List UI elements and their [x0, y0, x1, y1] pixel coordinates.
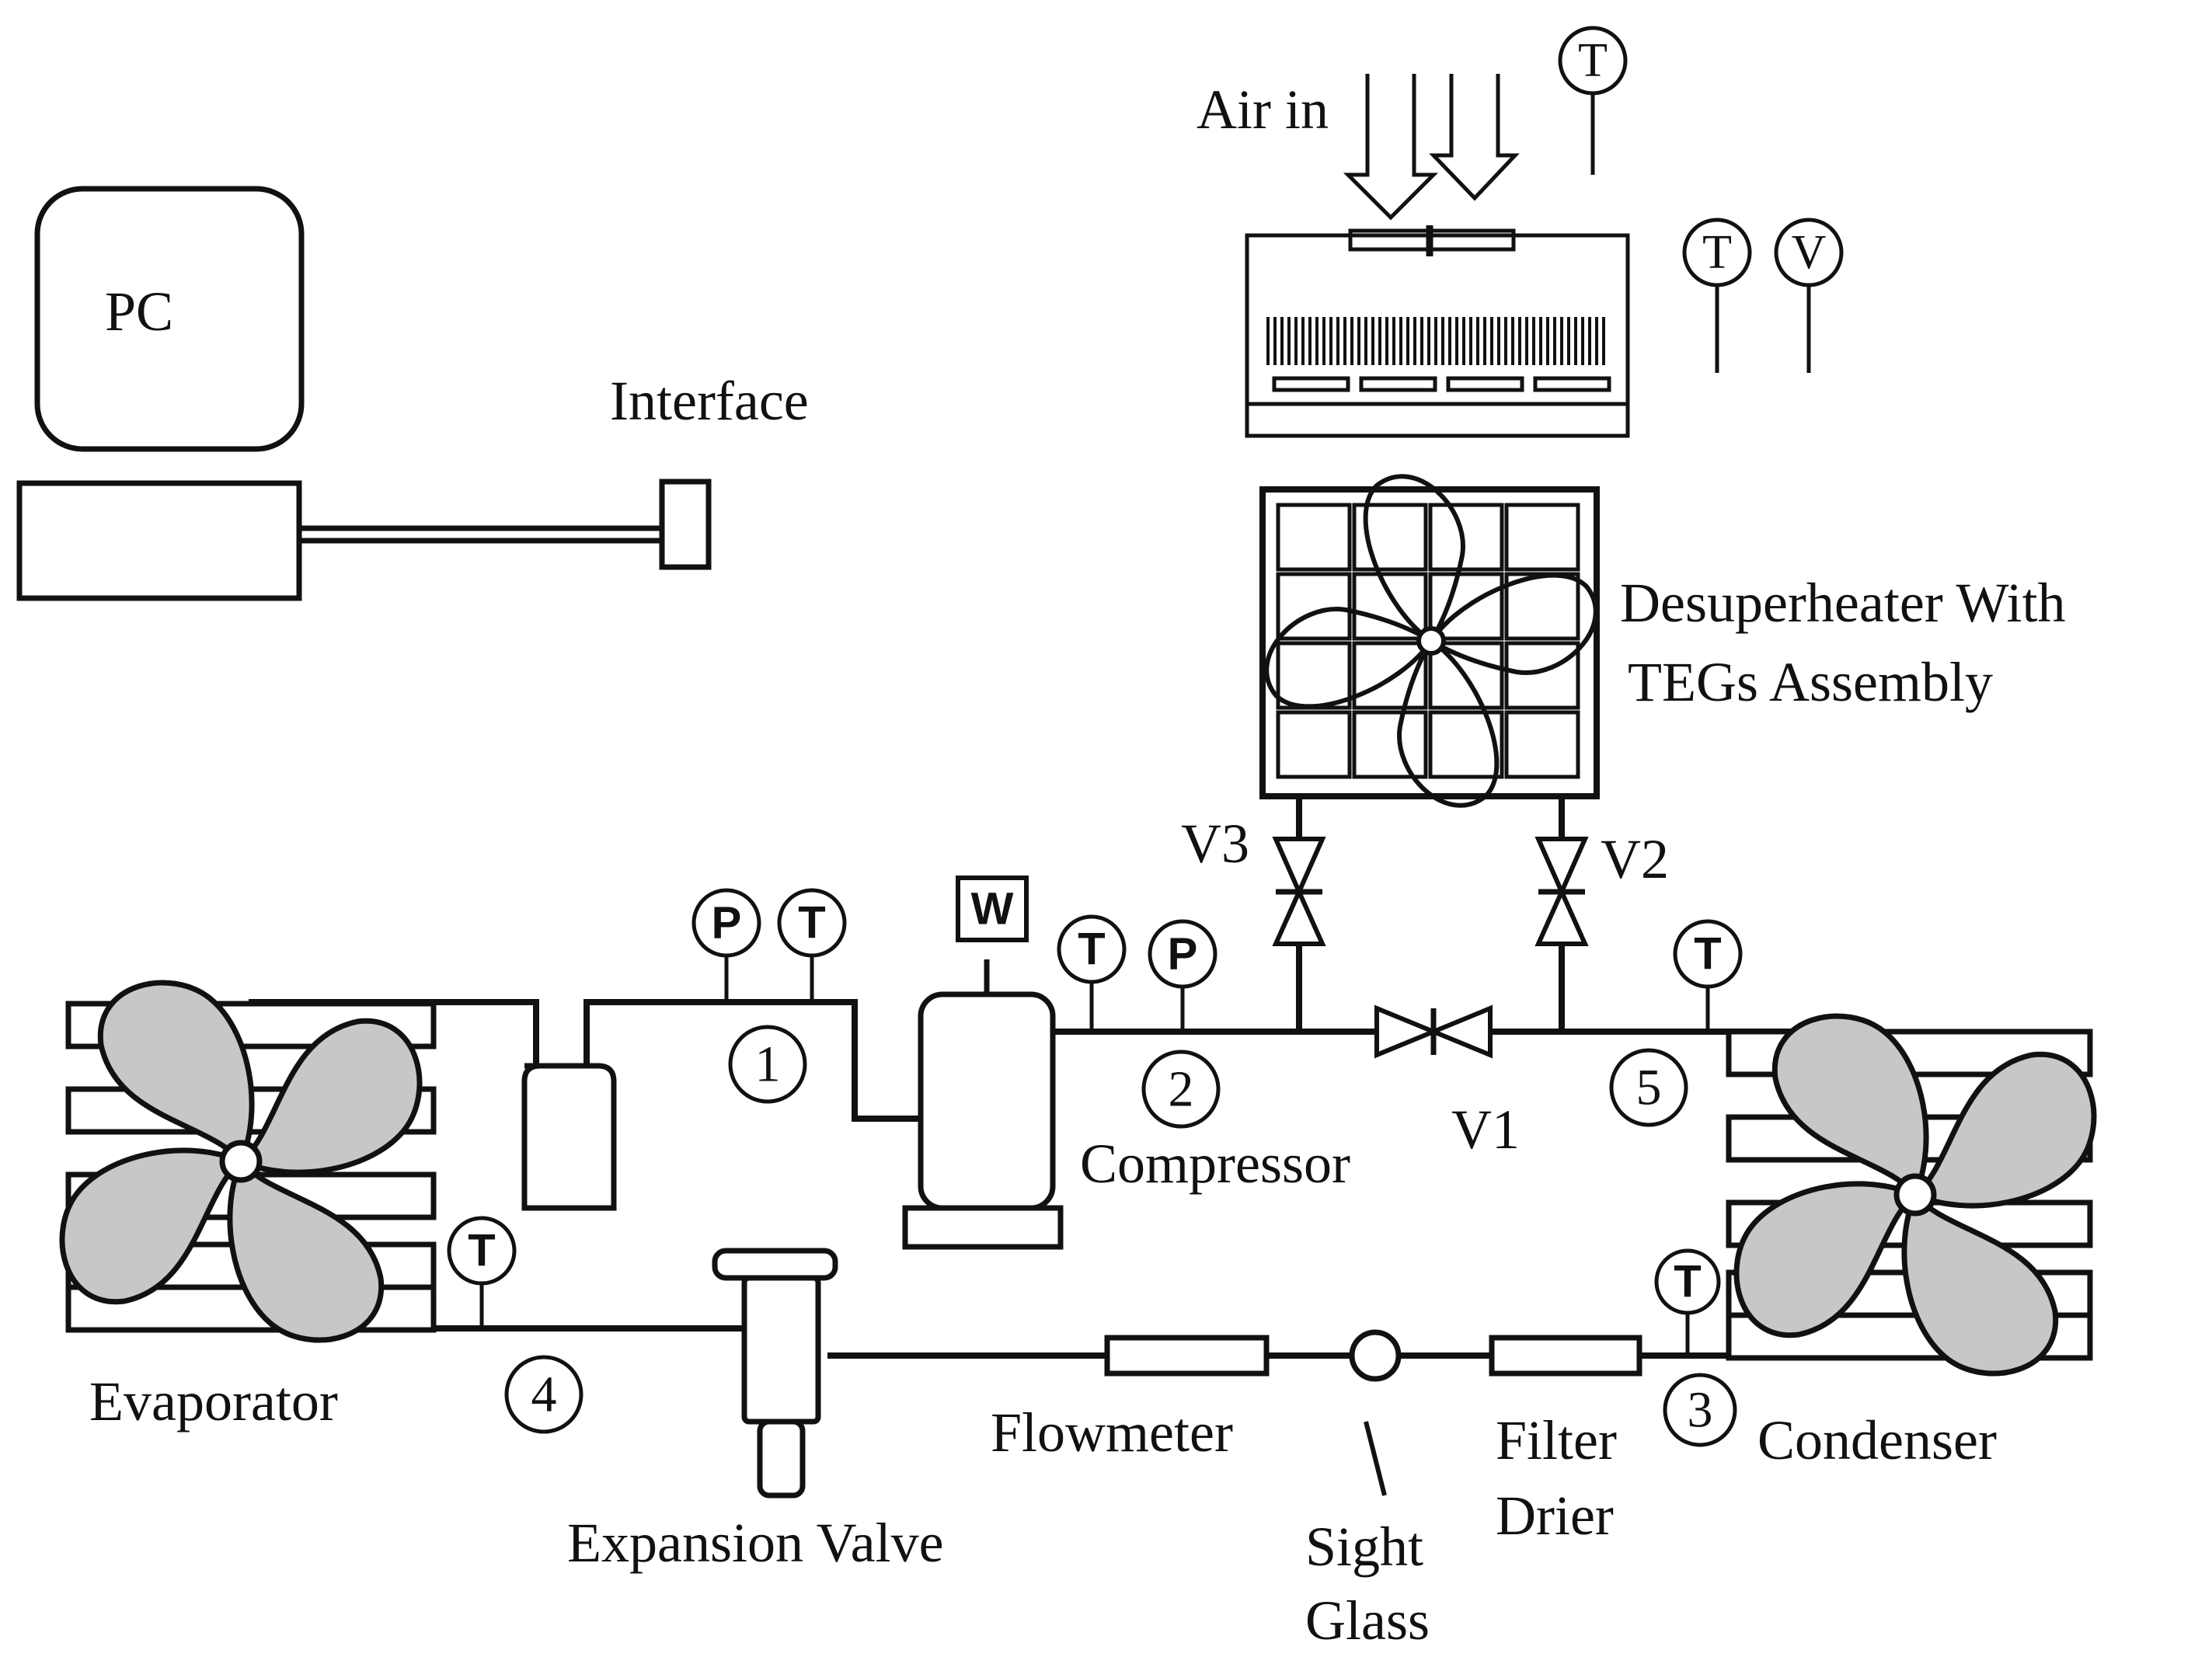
state-point-1: 1 — [755, 1036, 781, 1093]
valve-v2 — [1534, 837, 1589, 946]
sight-glass-label-line2: Glass — [1305, 1589, 1430, 1652]
valve-v1-label: V1 — [1451, 1098, 1520, 1161]
suction-pressure-sensor: P — [712, 898, 742, 949]
evaporator — [62, 980, 437, 1340]
state-point-4-circle — [504, 1355, 583, 1434]
teg-module — [1504, 710, 1580, 779]
heat-sink-fins — [1266, 317, 1605, 365]
flowmeter-label: Flowmeter — [991, 1401, 1233, 1464]
valve-v3 — [1272, 837, 1326, 946]
evaporator-label: Evaporator — [89, 1370, 338, 1432]
flowmeter — [1104, 1335, 1270, 1377]
sight-glass — [1349, 1329, 1402, 1382]
pc-base — [16, 480, 302, 601]
desuperheater-teg-assembly — [1259, 474, 1600, 806]
state-point-4: 4 — [531, 1366, 557, 1423]
teg-module — [1504, 503, 1580, 572]
filter-drier — [1489, 1335, 1642, 1377]
valve-v3-label: V3 — [1181, 813, 1249, 875]
suction-accumulator — [521, 1063, 617, 1211]
discharge-pressure-sensor: P — [1168, 929, 1198, 980]
teg-module — [1428, 710, 1504, 779]
evaporator-temperature-sensor: T — [468, 1226, 495, 1276]
state-point-1-circle — [728, 1025, 807, 1104]
desuperheater-label-line2: TEGs Assembly — [1628, 651, 1993, 713]
state-point-2: 2 — [1169, 1061, 1194, 1118]
filter-drier-label-line1: Filter — [1496, 1409, 1617, 1471]
teg-module — [1352, 503, 1428, 572]
teg-module — [1428, 572, 1504, 641]
pc-monitor — [34, 186, 305, 452]
expansion-valve — [712, 1248, 838, 1499]
teg-module — [1352, 572, 1428, 641]
teg-module — [1504, 641, 1580, 710]
teg-module — [1428, 641, 1504, 710]
state-point-3: 3 — [1688, 1382, 1713, 1439]
teg-module — [1276, 641, 1352, 710]
teg-module — [1276, 503, 1352, 572]
teg-module — [1352, 710, 1428, 779]
state-point-3-circle — [1663, 1373, 1737, 1447]
pc-computer — [16, 186, 712, 601]
expansion-valve-label: Expansion Valve — [567, 1512, 944, 1574]
suction-temperature-sensor: T — [798, 898, 825, 949]
desuperheater-outlet-temperature-sensor: T — [1694, 929, 1721, 980]
interface-box — [659, 479, 712, 570]
condenser — [1726, 1013, 2094, 1373]
desuperheater-label-line1: Desuperheater With — [1620, 572, 2066, 634]
sight-glass-label-line1: Sight — [1305, 1516, 1423, 1578]
teg-module — [1276, 710, 1352, 779]
compressor-label: Compressor — [1080, 1133, 1350, 1195]
air-in-label: Air in — [1197, 78, 1329, 141]
air-inlet-temperature-sensor: T — [1578, 34, 1608, 87]
compressor — [902, 959, 1064, 1250]
discharge-temperature-sensor: T — [1078, 924, 1105, 975]
desuperheater-fan-icon — [1266, 474, 1596, 806]
interface-label: Interface — [610, 370, 809, 432]
teg-module — [1276, 572, 1352, 641]
state-point-5-circle — [1609, 1048, 1688, 1127]
sight-glass-pointer — [1364, 1421, 1387, 1496]
air-velocity-sensor: V — [1792, 226, 1827, 279]
desuperheater-fan-housing — [1245, 225, 1630, 438]
pc-label: PC — [105, 280, 173, 343]
state-point-5: 5 — [1636, 1060, 1662, 1116]
filter-drier-label-line2: Drier — [1496, 1485, 1614, 1547]
condenser-outlet-temperature-sensor: T — [1674, 1257, 1701, 1307]
valve-v2-label: V2 — [1601, 828, 1669, 890]
evaporator-fan-icon — [62, 980, 420, 1340]
condenser-label: Condenser — [1757, 1409, 1997, 1471]
teg-module — [1352, 641, 1428, 710]
condenser-fan-icon — [1737, 1013, 2094, 1373]
air-outlet-temperature-sensor: T — [1702, 226, 1732, 279]
wattmeter: W — [971, 884, 1014, 935]
teg-module — [1428, 503, 1504, 572]
air-inlet-arrows — [1343, 74, 1520, 221]
wattmeter-icon — [956, 875, 1029, 942]
state-point-2-circle — [1141, 1050, 1221, 1129]
valve-v1 — [1374, 1004, 1493, 1059]
